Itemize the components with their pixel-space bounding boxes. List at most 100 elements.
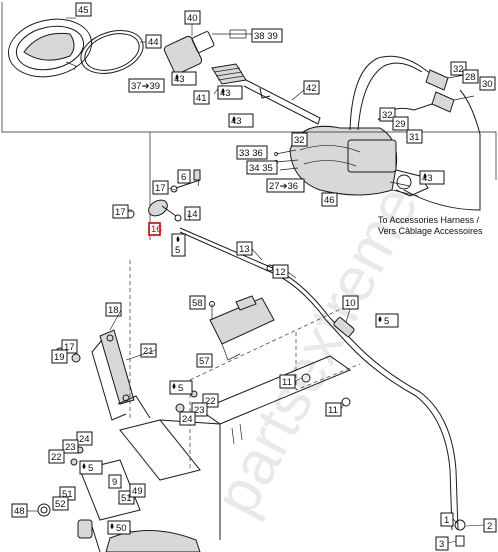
svg-text:49: 49 [132, 486, 143, 497]
svg-text:24: 24 [182, 414, 193, 425]
svg-text:14: 14 [187, 209, 198, 220]
callout-52: 52 [52, 496, 69, 511]
svg-text:28: 28 [465, 72, 476, 83]
callout-38-39: 38 39 [251, 28, 283, 43]
svg-text:43: 43 [220, 88, 231, 99]
callout-48: 48 [11, 503, 28, 518]
console-frame [79, 260, 361, 552]
svg-text:43: 43 [174, 74, 185, 85]
headlight-assembly [8, 18, 92, 78]
callout-40: 40 [184, 10, 201, 25]
callout-11-b: 11 [325, 402, 342, 417]
callout-2: 2 [483, 518, 497, 533]
svg-text:46: 46 [324, 195, 335, 206]
svg-text:9: 9 [112, 477, 117, 488]
svg-text:23: 23 [194, 405, 205, 416]
callout-43-oil-d: 43 [419, 170, 445, 185]
callout-43-oil-c: 43 [228, 113, 254, 128]
svg-text:1: 1 [444, 515, 449, 526]
accessories-note-line1: To Accessories Harness / [378, 215, 480, 225]
throttle-handle [211, 63, 321, 125]
callout-14: 14 [184, 206, 201, 221]
svg-text:5: 5 [178, 383, 183, 394]
svg-text:57: 57 [199, 356, 210, 367]
callout-16-highlighted[interactable]: 16 [148, 222, 162, 236]
callout-44: 44 [145, 34, 162, 49]
callout-1: 1 [440, 512, 454, 527]
svg-text:42: 42 [306, 83, 317, 94]
svg-text:52: 52 [55, 499, 66, 510]
svg-text:32: 32 [382, 110, 393, 121]
svg-text:51: 51 [62, 489, 73, 500]
callout-22-b: 22 [48, 449, 65, 464]
callout-30: 30 [479, 76, 496, 91]
callout-43-oil-b: 43 [217, 85, 243, 100]
svg-text:17: 17 [115, 207, 126, 218]
callout-23-a: 23 [191, 402, 208, 417]
svg-text:23: 23 [65, 442, 76, 453]
callout-24-a: 24 [179, 411, 196, 426]
callout-31: 31 [406, 129, 423, 144]
callout-19: 19 [51, 349, 68, 364]
svg-text:19: 19 [54, 352, 65, 363]
svg-text:3: 3 [439, 539, 444, 550]
callout-5-oil-b: 5 [375, 313, 399, 328]
callout-5-oil-a: 5 [171, 233, 186, 257]
svg-text:11: 11 [328, 405, 338, 416]
accessories-harness [349, 55, 481, 211]
callout-42: 42 [303, 80, 320, 95]
electric-motor [163, 29, 252, 75]
svg-text:31: 31 [409, 132, 420, 143]
svg-text:18: 18 [108, 305, 119, 316]
callout-41: 41 [193, 90, 210, 105]
svg-text:22: 22 [205, 396, 216, 407]
svg-text:12: 12 [275, 267, 286, 278]
callout-11-a: 11 [279, 374, 296, 389]
callout-46: 46 [321, 192, 338, 207]
accessories-note-line2: Vers Câblage Accessoires [378, 226, 483, 236]
svg-text:16: 16 [151, 224, 162, 235]
svg-text:34 35: 34 35 [249, 163, 273, 174]
svg-text:41: 41 [196, 93, 207, 104]
callout-9: 9 [108, 474, 122, 489]
svg-text:50: 50 [116, 523, 127, 534]
callout-32-a: 32 [450, 61, 467, 76]
svg-text:17: 17 [155, 183, 166, 194]
svg-text:22: 22 [51, 452, 62, 463]
svg-text:6: 6 [181, 172, 186, 183]
callout-12: 12 [272, 264, 289, 279]
callout-13: 13 [236, 241, 253, 256]
svg-text:33 36: 33 36 [239, 148, 263, 159]
harness-connector [209, 295, 275, 361]
callout-5-oil-c: 5 [169, 380, 193, 395]
svg-text:51: 51 [121, 493, 132, 504]
callout-43-oil-a: 43 [171, 71, 197, 86]
svg-text:44: 44 [148, 37, 159, 48]
svg-text:21: 21 [143, 346, 154, 357]
callout-29: 29 [392, 116, 409, 131]
svg-text:30: 30 [482, 79, 493, 90]
choke-lever [148, 179, 201, 222]
leader-lines [27, 187, 485, 544]
svg-text:5: 5 [384, 316, 389, 327]
throttle-cable [179, 227, 459, 531]
callout-32-b: 32 [379, 107, 396, 122]
wire-connectors [274, 149, 299, 171]
callout-24-b: 24 [76, 431, 93, 446]
callout-37-39: 37➔39 [128, 78, 165, 93]
callout-5-oil-d: 5 [79, 460, 103, 475]
svg-text:2: 2 [487, 521, 492, 532]
svg-text:24: 24 [79, 434, 90, 445]
svg-text:32: 32 [453, 64, 464, 75]
svg-text:58: 58 [192, 298, 203, 309]
lever-bracket [91, 329, 151, 421]
svg-text:17: 17 [64, 342, 75, 353]
svg-text:29: 29 [395, 119, 406, 130]
svg-text:5: 5 [88, 463, 93, 474]
callout-45: 45 [75, 2, 92, 17]
headlight-gasket [80, 30, 144, 74]
svg-text:11: 11 [282, 377, 292, 388]
svg-text:10: 10 [345, 298, 356, 309]
svg-text:13: 13 [239, 244, 250, 255]
